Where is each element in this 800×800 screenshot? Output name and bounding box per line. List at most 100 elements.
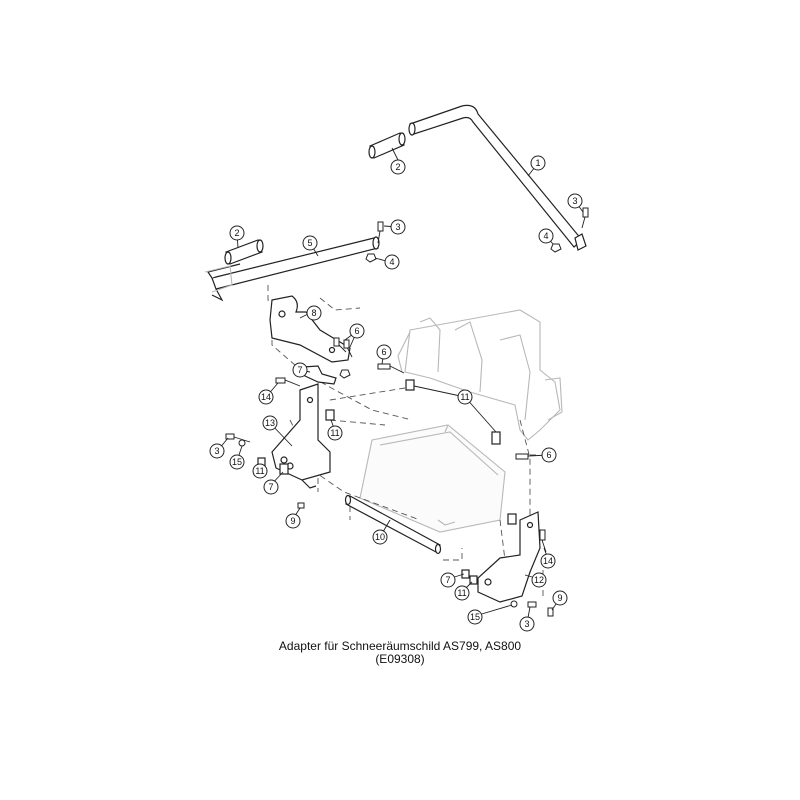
callout-5: 5 xyxy=(302,235,318,251)
callout-circle xyxy=(440,572,456,588)
callout-circle xyxy=(229,454,245,470)
caption-title: Adapter für Schneeräumschild AS799, AS80… xyxy=(278,639,522,653)
callout-label: 7 xyxy=(268,482,273,492)
callout-label: 8 xyxy=(311,308,316,318)
callout-circle xyxy=(349,323,365,339)
callout-circle xyxy=(531,572,547,588)
callout-10: 10 xyxy=(372,529,388,545)
callout-label: 3 xyxy=(214,446,219,456)
callout-label: 9 xyxy=(290,516,295,526)
callout-11: 11 xyxy=(327,425,343,441)
right-plate-hardware xyxy=(461,513,554,617)
callout-3: 3 xyxy=(567,193,583,209)
callout-6: 6 xyxy=(541,447,557,463)
callout-7: 7 xyxy=(292,362,308,378)
bolt-upper-right xyxy=(581,207,589,229)
callout-11: 11 xyxy=(454,585,470,601)
callout-3: 3 xyxy=(390,219,406,235)
callout-8: 8 xyxy=(306,305,322,321)
callout-circle xyxy=(263,479,279,495)
callout-circle xyxy=(390,219,406,235)
sleeve-part-upper xyxy=(368,132,406,159)
callout-4: 4 xyxy=(538,228,554,244)
sleeve-part-lower xyxy=(224,239,264,265)
callout-label: 15 xyxy=(470,612,480,622)
callout-label: 12 xyxy=(534,575,544,585)
bolt-6-right xyxy=(377,363,405,374)
callout-1: 1 xyxy=(530,155,546,171)
caption-code: (E09308) xyxy=(375,652,425,666)
callout-circle xyxy=(538,228,554,244)
callout-7: 7 xyxy=(440,572,456,588)
callout-circle xyxy=(302,235,318,251)
callout-label: 10 xyxy=(375,532,385,542)
lever-part-7 xyxy=(302,365,337,385)
callout-label: 3 xyxy=(395,222,400,232)
callout-label: 11 xyxy=(330,428,339,438)
callout-circle xyxy=(285,513,301,529)
callout-circle xyxy=(376,344,392,360)
callout-9: 9 xyxy=(552,590,568,606)
figure-caption: Adapter für Schneeräumschild AS799, AS80… xyxy=(0,640,800,666)
callout-circle xyxy=(390,159,406,175)
handle-bar-part xyxy=(408,104,587,251)
callout-circle xyxy=(327,425,343,441)
callout-15: 15 xyxy=(229,454,245,470)
callout-4: 4 xyxy=(384,254,400,270)
callout-label: 6 xyxy=(354,326,359,336)
callout-11: 11 xyxy=(457,389,473,405)
callout-circle xyxy=(292,362,308,378)
callout-label: 7 xyxy=(445,575,450,585)
callout-label: 13 xyxy=(265,418,275,428)
callout-circle xyxy=(519,616,535,632)
bolt-group-6 xyxy=(333,337,353,379)
callout-circle xyxy=(530,155,546,171)
callout-12: 12 xyxy=(531,572,547,588)
callout-label: 4 xyxy=(543,231,548,241)
callout-circle xyxy=(229,225,245,241)
callout-9: 9 xyxy=(285,513,301,529)
callout-label: 14 xyxy=(543,556,553,566)
rod-part-10 xyxy=(344,494,442,555)
callout-circle xyxy=(306,305,322,321)
callout-15: 15 xyxy=(467,609,483,625)
callout-label: 4 xyxy=(389,257,394,267)
callout-label: 2 xyxy=(234,228,239,238)
callout-13: 13 xyxy=(262,415,278,431)
right-side-plate-part xyxy=(477,511,541,603)
callout-circle xyxy=(541,447,557,463)
callout-circle xyxy=(540,553,556,569)
callout-label: 14 xyxy=(261,392,271,402)
nut-upper-right xyxy=(550,243,562,253)
callout-label: 3 xyxy=(572,196,577,206)
callout-7: 7 xyxy=(263,479,279,495)
callout-circle xyxy=(384,254,400,270)
bolt-6-lower-right xyxy=(515,453,529,460)
callout-6: 6 xyxy=(349,323,365,339)
callout-6: 6 xyxy=(376,344,392,360)
callout-circle xyxy=(467,609,483,625)
callout-2: 2 xyxy=(390,159,406,175)
callout-circle xyxy=(262,415,278,431)
left-plate-hardware xyxy=(225,377,335,509)
callout-3: 3 xyxy=(209,443,225,459)
callout-label: 6 xyxy=(381,347,386,357)
callout-circle xyxy=(258,389,274,405)
callout-14: 14 xyxy=(258,389,274,405)
callout-11: 11 xyxy=(252,463,268,479)
callout-circle xyxy=(552,590,568,606)
callout-label: 11 xyxy=(255,466,264,476)
callout-label: 11 xyxy=(457,588,466,598)
callout-circle xyxy=(457,389,473,405)
hook-bracket-part xyxy=(269,295,351,363)
callout-label: 11 xyxy=(460,392,469,402)
callout-label: 7 xyxy=(297,365,302,375)
callout-circle xyxy=(567,193,583,209)
long-tube-part xyxy=(204,236,380,302)
callout-label: 15 xyxy=(232,457,242,467)
callout-label: 3 xyxy=(524,619,529,629)
callout-label: 2 xyxy=(395,162,400,172)
callout-circle xyxy=(209,443,225,459)
